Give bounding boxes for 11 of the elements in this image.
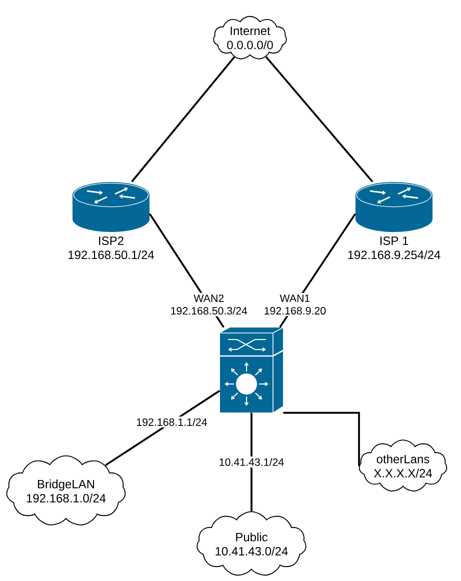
connector-line (131, 56, 236, 182)
connector-line (283, 412, 360, 466)
device-label: ISP2 192.168.50.1/24 (68, 236, 154, 260)
edge-label: WAN1 192.168.9.20 (261, 292, 329, 316)
device-label: ISP 1 192.168.9.254/24 (348, 236, 440, 260)
connector-line (265, 56, 374, 182)
switch-icon (220, 327, 284, 413)
connector-line (250, 412, 252, 512)
edge-label: 10.41.43.1/24 (217, 456, 286, 468)
edge-label: 192.168.1.1/24 (134, 416, 209, 428)
edge-label: WAN2 192.168.50.3/24 (167, 292, 250, 316)
